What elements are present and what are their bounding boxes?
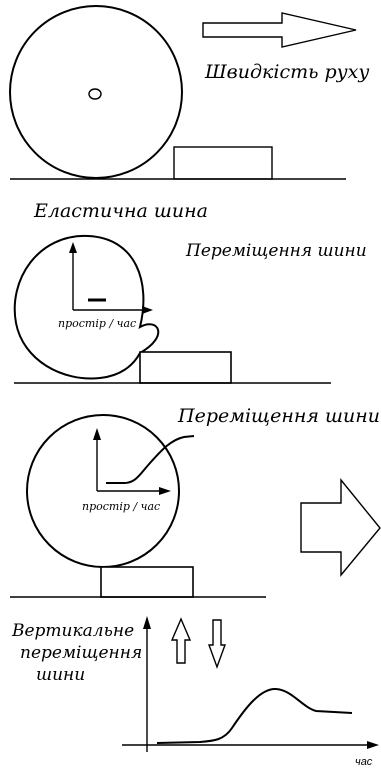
arrow-right-large-icon (300, 478, 381, 577)
vertical-label-line1: Вертикальне (11, 621, 134, 641)
speed-label: Швидкість руху (204, 61, 369, 83)
axis-label-2: простір / час (58, 317, 136, 330)
graph-y-axis-arrowhead (143, 616, 151, 629)
x-axis-arrowhead-2 (142, 306, 153, 314)
panel-rigid-wheel: Швидкість руху (9, 5, 369, 180)
panel-elastic-tire: Еластична шина Переміщення шини простір … (13, 200, 367, 384)
deformed-tire (13, 234, 160, 380)
x-axis-arrowhead-3 (159, 487, 171, 495)
displacement-label-1: Переміщення шини (185, 241, 367, 261)
rising-signal-3 (106, 435, 195, 484)
axis-label-3: простір / час (82, 500, 160, 513)
vertical-label-line3: шини (36, 665, 85, 685)
displacement-curve (156, 687, 353, 744)
y-axis-arrowhead-2 (69, 242, 77, 253)
panel-vertical-displacement: Вертикальне переміщення шини час (11, 616, 379, 768)
obstacle-block-2 (139, 351, 232, 384)
graph-x-axis-arrowhead (367, 741, 379, 749)
obstacle-block (173, 146, 273, 180)
obstacle-block-3 (100, 566, 194, 598)
arrow-down-icon (208, 619, 226, 670)
wheel-hub (88, 88, 102, 100)
panel-tire-on-obstacle: Переміщення шини простір / час (10, 405, 381, 598)
y-axis-arrowhead-3 (93, 428, 101, 440)
arrow-up-icon (170, 617, 192, 664)
elastic-tire-title: Еластична шина (33, 200, 208, 222)
wheel-circle (9, 5, 183, 179)
vertical-label-line2: переміщення (20, 643, 142, 663)
arrow-right-icon (202, 12, 357, 48)
displacement-label-2: Переміщення шини (177, 405, 380, 427)
time-axis-label: час (355, 756, 373, 768)
